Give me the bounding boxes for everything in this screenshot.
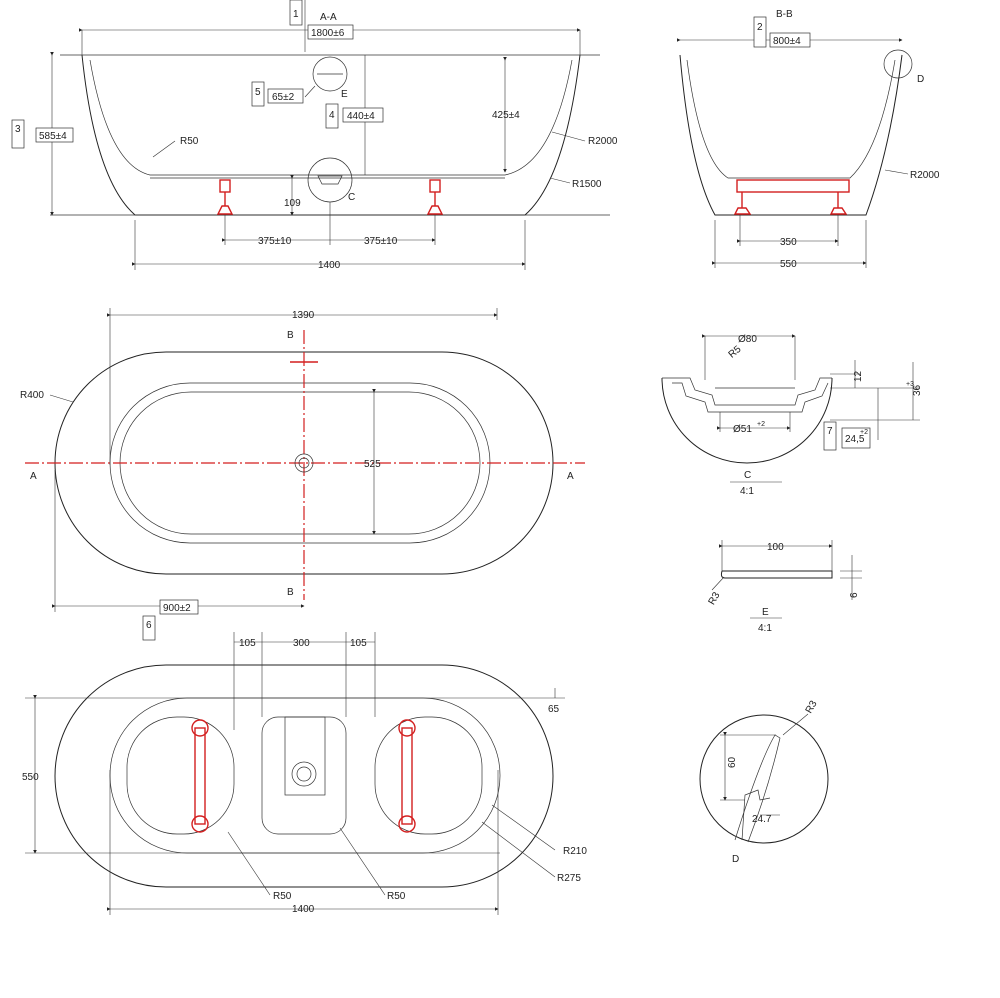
detail-e-scale: 4:1 — [758, 623, 772, 634]
detail-c-name: C — [744, 470, 751, 481]
radius-r50: R50 — [180, 136, 199, 147]
dim-900: 900±2 — [163, 603, 191, 614]
dim-box — [307, 24, 354, 40]
detail-d-view: 60 24.7 R3 D — [699, 699, 829, 865]
dim-24-tol: +2 — [860, 429, 868, 436]
radius-r50-right: R50 — [387, 891, 406, 902]
dim-425: 425±4 — [492, 110, 520, 121]
detail-c-view: Ø80 R5 Ø51 +2 12 36 +3 24,5 +2 7 C 4:1 — [661, 334, 923, 497]
dim-440: 440±4 — [347, 111, 375, 122]
label-e: E — [341, 89, 348, 100]
detail-c-scale: 4:1 — [740, 486, 754, 497]
radius-r210: R210 — [563, 846, 587, 857]
top-view: 1390 B R400 A A 525 B 900±2 6 — [20, 308, 585, 641]
dim-1800: 1800±6 — [311, 28, 345, 39]
radius-r3-d: R3 — [804, 699, 820, 716]
marker-box — [289, 0, 303, 26]
dim-105-left: 105 — [239, 638, 256, 649]
marker-7: 7 — [827, 426, 833, 437]
dim-525: 525 — [364, 459, 381, 470]
radius-r3-e: R3 — [707, 590, 723, 607]
marker-5: 5 — [255, 87, 261, 98]
radius-r2000-side: R2000 — [910, 170, 940, 181]
dim-d51-tol: +2 — [757, 421, 765, 428]
dim-d51: Ø51 — [733, 424, 752, 435]
radius-r50-left: R50 — [273, 891, 292, 902]
dim-550-side: 550 — [780, 259, 797, 270]
dim-350: 350 — [780, 237, 797, 248]
section-bb-title: B-B — [776, 9, 793, 20]
dim-d80: Ø80 — [738, 334, 757, 345]
dim-12: 12 — [853, 370, 864, 382]
dim-1390: 1390 — [292, 310, 315, 321]
dim-300: 300 — [293, 638, 310, 649]
dim-36-tol: +3 — [906, 381, 914, 388]
radius-r400: R400 — [20, 390, 44, 401]
dim-109: 109 — [284, 198, 301, 209]
marker-1: 1 — [293, 9, 299, 20]
dim-375-right: 375±10 — [364, 236, 398, 247]
detail-d-name: D — [732, 854, 739, 865]
label-c: C — [348, 192, 355, 203]
label-b-top: B — [287, 330, 294, 341]
dim-1400-top: 1400 — [318, 260, 341, 271]
dim-100: 100 — [767, 542, 784, 553]
dim-24-5: 24,5 — [845, 434, 865, 445]
dim-65-bottom: 65 — [548, 704, 560, 715]
section-aa-title: A-A — [320, 12, 337, 23]
radius-r2000: R2000 — [588, 136, 618, 147]
section-aa-view: A-A 1 1800±6 5 65±2 E 4 440±4 425±4 3 58… — [11, 0, 618, 271]
foot-left — [216, 179, 234, 215]
label-a-left: A — [30, 471, 37, 482]
marker-6: 6 — [146, 620, 152, 631]
dim-105-right: 105 — [350, 638, 367, 649]
dim-800: 800±4 — [773, 36, 801, 47]
label-a-right: A — [567, 471, 574, 482]
radius-r5: R5 — [727, 344, 744, 361]
radius-r275: R275 — [557, 873, 581, 884]
marker-4: 4 — [329, 110, 335, 121]
label-d-top: D — [917, 74, 924, 85]
support-bar-right — [398, 719, 416, 833]
radius-r1500: R1500 — [572, 179, 602, 190]
foot-right — [426, 179, 444, 215]
support-bar-left — [191, 719, 209, 833]
dim-65: 65±2 — [272, 92, 295, 103]
dim-24-7: 24.7 — [752, 814, 772, 825]
dim-6: 6 — [849, 592, 860, 598]
detail-e-view: 100 R3 6 E 4:1 — [707, 540, 862, 634]
dim-375-left: 375±10 — [258, 236, 292, 247]
dim-585: 585±4 — [39, 131, 67, 142]
dim-36: 36 — [912, 384, 923, 396]
marker-3: 3 — [15, 124, 21, 135]
dim-1400-bottom: 1400 — [292, 904, 315, 915]
bottom-view: 105 300 105 65 550 R210 R275 R50 R50 140… — [22, 632, 587, 915]
label-b-bottom: B — [287, 587, 294, 598]
section-bb-view: B-B 2 800±4 D R2000 350 550 — [677, 9, 940, 270]
dim-60: 60 — [727, 756, 738, 768]
dim-550-bottom: 550 — [22, 772, 39, 783]
marker-2: 2 — [757, 22, 763, 33]
detail-e-name: E — [762, 607, 769, 618]
